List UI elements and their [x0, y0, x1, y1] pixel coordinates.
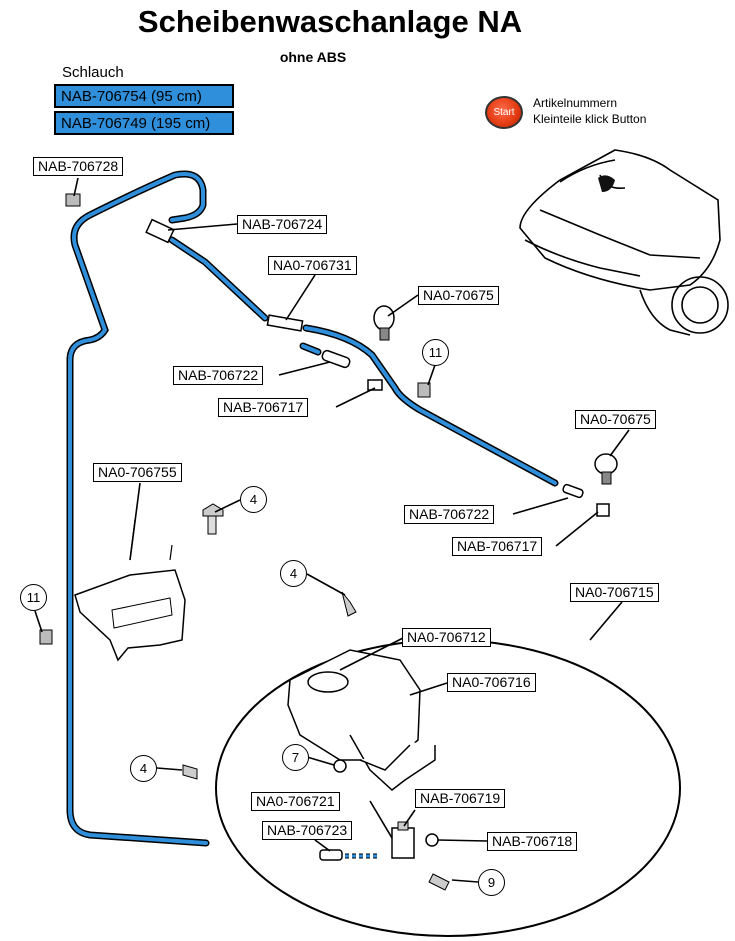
part-label-706728[interactable]: NAB-706728	[33, 157, 124, 176]
part-label-706715[interactable]: NA0-706715	[570, 583, 659, 602]
callout-11-upper: 11	[422, 339, 449, 366]
hose-main	[66, 170, 210, 847]
part-label-706716[interactable]: NA0-706716	[447, 673, 536, 692]
part-label-706718[interactable]: NAB-706718	[487, 832, 578, 851]
bracket-drawing	[74, 569, 186, 662]
part-label-706712[interactable]: NA0-706712	[402, 628, 491, 647]
part-label-706721[interactable]: NA0-706721	[251, 792, 340, 811]
part-label-70675-upper[interactable]: NA0-70675	[418, 286, 499, 305]
callout-11-lower: 11	[20, 584, 47, 611]
part-label-70675-right[interactable]: NA0-70675	[575, 410, 656, 429]
part-label-706722-lower[interactable]: NAB-706722	[404, 505, 495, 524]
start-note-line2: Kleinteile klick Button	[533, 112, 647, 126]
callout-4-lower: 4	[130, 755, 157, 782]
callout-9: 9	[478, 869, 505, 896]
callout-4-upper: 4	[240, 486, 267, 513]
part-label-706723[interactable]: NAB-706723	[262, 821, 353, 840]
part-label-706755[interactable]: NA0-706755	[93, 463, 182, 482]
reservoir-drawing	[287, 649, 436, 791]
callout-4-middle: 4	[280, 560, 307, 587]
hose-section-label: Schlauch	[62, 64, 124, 81]
page-subtitle: ohne ABS	[279, 49, 347, 65]
callout-7: 7	[282, 744, 309, 771]
part-label-706717-lower[interactable]: NAB-706717	[452, 537, 543, 556]
part-label-706719[interactable]: NAB-706719	[415, 789, 506, 808]
hose-link-706749[interactable]: NAB-706749 (195 cm)	[54, 111, 234, 135]
hose-link-706754[interactable]: NAB-706754 (95 cm)	[54, 84, 234, 108]
car-drawing	[519, 149, 729, 336]
page-title: Scheibenwaschanlage NA	[137, 4, 523, 39]
part-label-706731[interactable]: NA0-706731	[268, 256, 357, 275]
start-button[interactable]: Start	[485, 96, 523, 129]
part-label-706722-upper[interactable]: NAB-706722	[173, 366, 264, 385]
part-label-706717-upper[interactable]: NAB-706717	[218, 398, 309, 417]
start-note-line1: Artikelnummern	[533, 96, 618, 110]
part-label-706724[interactable]: NAB-706724	[237, 215, 328, 234]
